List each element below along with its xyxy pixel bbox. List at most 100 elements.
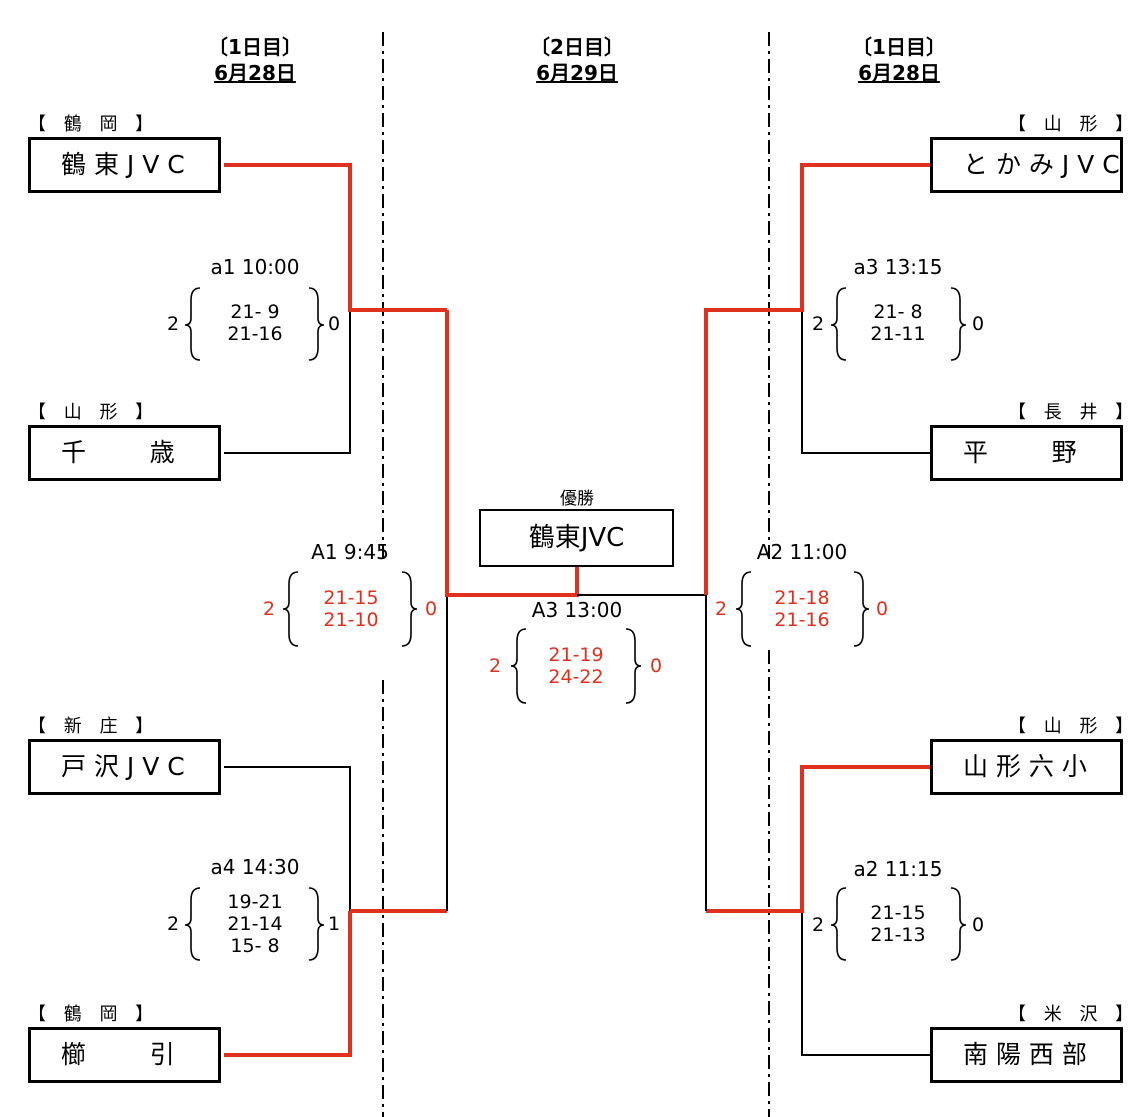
match-sets-A2: 21-18 21-16 xyxy=(757,587,847,631)
set-score: 21- 9 xyxy=(230,301,280,323)
match-a3-right-points: 0 xyxy=(972,313,985,335)
match-A3-left-points: 2 xyxy=(489,655,502,677)
set-score: 21-10 xyxy=(323,609,379,631)
set-score: 21-16 xyxy=(774,609,830,631)
match-a4-right-points: 1 xyxy=(328,913,341,935)
match-sets-A1: 21-15 21-10 xyxy=(306,587,396,631)
header-left: 〔1日目〕 6月28日 xyxy=(155,34,355,86)
team-box-l1: 鶴 東 J V C xyxy=(28,137,221,193)
line-r3-win xyxy=(706,765,930,913)
match-a1-left-points: 2 xyxy=(167,313,180,335)
team-name-l4: 櫛 引 xyxy=(61,1040,175,1069)
set-score: 21-19 xyxy=(548,644,604,666)
team-name-r1: と か み J V C xyxy=(963,150,1120,179)
braces xyxy=(184,287,967,961)
line-r1-win xyxy=(704,163,930,595)
brace-a3-right xyxy=(950,287,967,361)
match-sets-A3: 21-19 24-22 xyxy=(531,644,621,688)
set-score: 21-15 xyxy=(323,587,379,609)
pref-l4: 【 鶴 岡 】 xyxy=(28,1004,160,1025)
team-name-l2: 千 歳 xyxy=(61,438,175,467)
set-score: 21-13 xyxy=(870,924,926,946)
match-A2-right-points: 0 xyxy=(876,598,889,620)
match-a4-left-points: 2 xyxy=(167,913,180,935)
pref-l3: 【 新 庄 】 xyxy=(28,716,160,737)
header-center-day: 〔2日目〕 xyxy=(530,35,624,59)
brace-A2-left xyxy=(735,571,752,647)
set-score: 21-11 xyxy=(870,323,926,345)
brace-a4-right xyxy=(308,887,325,961)
brace-A3-left xyxy=(510,628,527,704)
line-l1-win xyxy=(224,163,447,312)
team-name-r3: 山 形 六 小 xyxy=(963,752,1087,781)
brace-a4-left xyxy=(184,887,201,961)
match-A3-right-points: 0 xyxy=(650,655,663,677)
match-a3-left-points: 2 xyxy=(812,313,825,335)
set-score: 19-21 xyxy=(227,891,283,913)
match-label-a1: a1 10:00 xyxy=(210,255,300,279)
set-score: 21- 8 xyxy=(873,301,923,323)
pref-l2: 【 山 形 】 xyxy=(28,402,160,423)
match-sets-a2: 21-15 21-13 xyxy=(853,902,943,946)
set-score: 21-18 xyxy=(774,587,830,609)
brace-a1-right xyxy=(308,287,325,361)
set-score: 21-14 xyxy=(227,913,283,935)
match-sets-a1: 21- 9 21-16 xyxy=(210,301,300,345)
line-r2 xyxy=(801,310,930,454)
header-center-date: 6月29日 xyxy=(536,61,618,85)
match-label-a2: a2 11:15 xyxy=(853,857,943,881)
team-name-r2: 平 野 xyxy=(963,438,1077,467)
team-box-l3: 戸 沢 J V C xyxy=(28,739,221,795)
set-score: 21-16 xyxy=(227,323,283,345)
brace-a1-left xyxy=(184,287,201,361)
brace-a2-right xyxy=(950,887,967,961)
match-label-A3: A3 13:00 xyxy=(531,598,623,622)
line-l4-win xyxy=(224,911,352,1057)
match-sets-a3: 21- 8 21-11 xyxy=(853,301,943,345)
team-box-r2: 平 野 xyxy=(930,425,1123,481)
pref-r3: 【 山 形 】 xyxy=(1008,716,1134,737)
header-left-date: 6月28日 xyxy=(214,61,296,85)
team-box-r1: と か み J V C xyxy=(930,137,1123,193)
match-label-a4: a4 14:30 xyxy=(210,855,300,879)
match-label-A2: A2 11:00 xyxy=(756,540,848,564)
set-score: 15- 8 xyxy=(230,935,280,957)
header-left-day: 〔1日目〕 xyxy=(208,35,302,59)
match-sets-a4: 19-21 21-14 15- 8 xyxy=(210,891,300,957)
set-score: 24-22 xyxy=(548,666,604,688)
team-box-l2: 千 歳 xyxy=(28,425,221,481)
team-box-r4: 南 陽 西 部 xyxy=(930,1027,1123,1083)
match-a1-right-points: 0 xyxy=(328,313,341,335)
header-center: 〔2日目〕 6月29日 xyxy=(477,34,677,86)
brace-a2-left xyxy=(830,887,847,961)
match-A2-left-points: 2 xyxy=(715,598,728,620)
pref-r1: 【 山 形 】 xyxy=(1008,114,1134,135)
match-A1-left-points: 2 xyxy=(263,598,276,620)
match-a2-left-points: 2 xyxy=(812,914,825,936)
team-name-l1: 鶴 東 J V C xyxy=(61,150,185,179)
brace-A1-left xyxy=(282,571,299,647)
team-name-r4: 南 陽 西 部 xyxy=(963,1040,1087,1069)
brace-A1-right xyxy=(401,571,418,647)
line-l2 xyxy=(224,310,351,454)
header-right-date: 6月28日 xyxy=(858,61,940,85)
line-A1-win xyxy=(445,310,579,597)
champion-box: 鶴東JVC xyxy=(479,509,674,567)
brace-A2-right xyxy=(853,571,870,647)
match-A1-right-points: 0 xyxy=(425,598,438,620)
match-a2-right-points: 0 xyxy=(972,914,985,936)
team-box-l4: 櫛 引 xyxy=(28,1027,221,1083)
line-r4 xyxy=(801,911,930,1056)
match-label-a3: a3 13:15 xyxy=(853,255,943,279)
pref-r4: 【 米 沢 】 xyxy=(1008,1004,1134,1025)
set-score: 21-15 xyxy=(870,902,926,924)
pref-l1: 【 鶴 岡 】 xyxy=(28,114,160,135)
champion-team: 鶴東JVC xyxy=(528,523,625,553)
brace-a3-left xyxy=(830,287,847,361)
champion-label: 優勝 xyxy=(560,489,594,509)
team-name-l3: 戸 沢 J V C xyxy=(61,752,185,781)
team-box-r3: 山 形 六 小 xyxy=(930,739,1123,795)
line-l3 xyxy=(224,766,351,911)
match-label-A1: A1 9:45 xyxy=(311,540,389,564)
